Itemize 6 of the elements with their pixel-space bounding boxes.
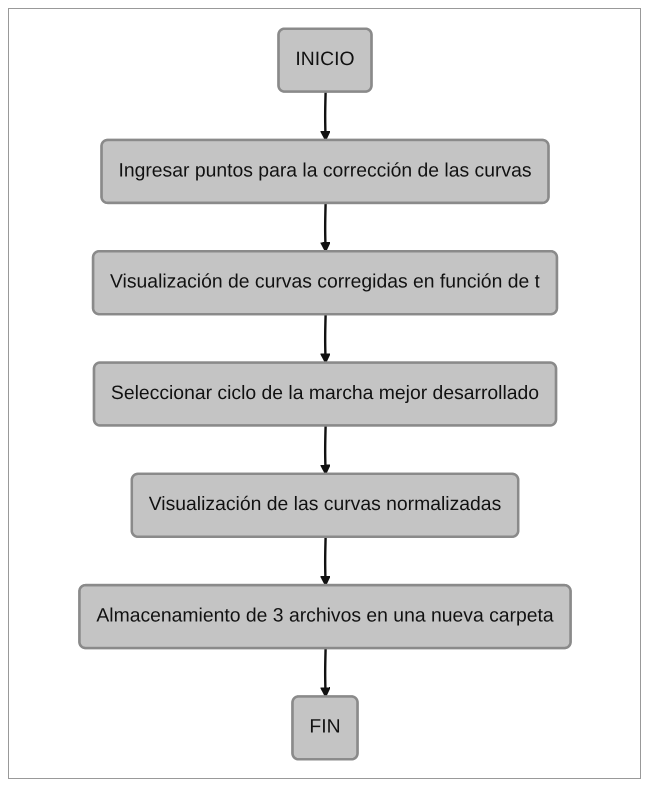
- arrow: [320, 536, 330, 586]
- arrow: [320, 314, 330, 364]
- arrow: [320, 426, 330, 474]
- arrow: [320, 648, 330, 697]
- frame-border: INICIO Ingresar puntos para la corrección de las curvas Visualización de curvas corregidas en función de t Seleccionar ciclo de la marcha mejor desarrollado Visualización de las curvas normalizadas Almacenamiento de 3 archivos en una nueva carpeta FIN: [8, 8, 641, 779]
- arrow: [320, 202, 330, 252]
